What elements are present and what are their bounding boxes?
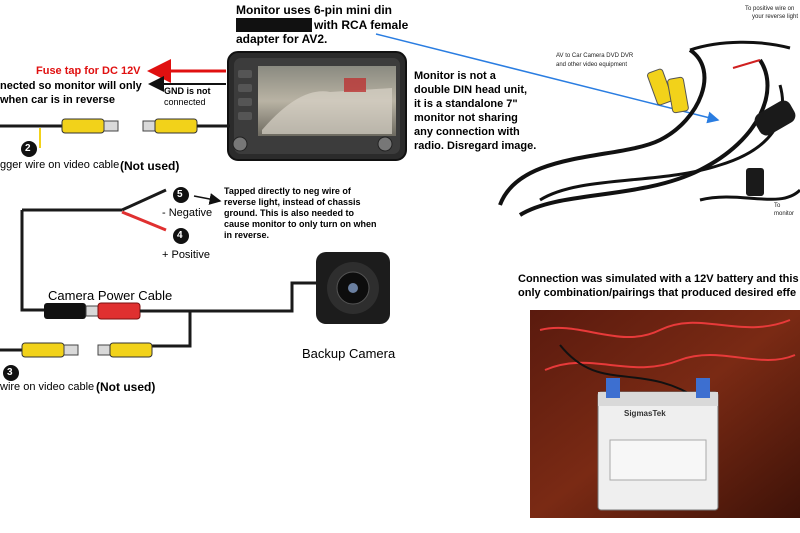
- connected-note-line1: nected so monitor will only: [0, 80, 142, 92]
- redacted-bar: [236, 18, 312, 32]
- monitor-description-line2: with RCA female: [314, 18, 409, 32]
- positive-label: + Positive: [162, 249, 210, 261]
- monitor-unit: [227, 51, 407, 161]
- photo-to-monitor-label: To monitor: [774, 203, 795, 217]
- fuse-tap-label: Fuse tap for DC 12V: [36, 65, 141, 77]
- connected-note-line2: when car is in reverse: [0, 94, 115, 106]
- not-used-3-label: (Not used): [96, 380, 156, 394]
- marker-4: 4: [177, 230, 183, 241]
- photo-av-label-line2: and other video equipment: [556, 62, 628, 68]
- tapped-note-line5: in reverse.: [224, 230, 270, 240]
- power-leads: [20, 188, 222, 312]
- backup-camera: [316, 252, 390, 324]
- monitor-note-line6: radio. Disregard image.: [414, 140, 537, 152]
- battery-photo: [530, 310, 800, 518]
- tapped-note-line3: ground. This is also needed to: [224, 208, 355, 218]
- simulated-note-line2: only combination/pairings that produced …: [518, 287, 797, 299]
- marker-3: 3: [7, 367, 13, 378]
- monitor-note-line3: it is a standalone 7": [414, 98, 518, 110]
- cable-photo: [498, 40, 800, 217]
- marker-5: 5: [177, 189, 183, 200]
- monitor-description-line1: Monitor uses 6-pin mini din: [236, 3, 392, 17]
- lower-rca-cable: [0, 342, 153, 358]
- camera-power-connectors: [44, 281, 318, 348]
- top-rca-cable: [0, 118, 230, 148]
- photo-av-label-line1: AV to Car Camera DVD DVR: [556, 53, 634, 59]
- trigger-wire-3-label: wire on video cable: [0, 381, 95, 393]
- monitor-note-line2: double DIN head unit,: [414, 84, 528, 96]
- photo-positive-line1: To positive wire on: [745, 6, 795, 12]
- backup-camera-label: Backup Camera: [302, 346, 396, 361]
- marker-2: 2: [25, 143, 31, 154]
- camera-power-cable-label: Camera Power Cable: [48, 288, 173, 303]
- simulated-note-line1: Connection was simulated with a 12V batt…: [518, 273, 799, 285]
- trigger-wire-2-label: gger wire on video cable: [0, 159, 120, 171]
- gnd-note-line2: connected: [164, 97, 206, 107]
- photo-positive-line2: your reverse light: [752, 14, 799, 20]
- gnd-note-line1: GND is not: [164, 86, 211, 96]
- negative-label: - Negative: [162, 207, 213, 219]
- tapped-note-line4: cause monitor to only turn on when: [224, 219, 377, 229]
- tapped-note-line2: reverse light, instead of chassis: [224, 197, 361, 207]
- monitor-note-line4: monitor not sharing: [414, 112, 518, 124]
- not-used-2-label: (Not used): [120, 159, 180, 173]
- tapped-note-line1: Tapped directly to neg wire of: [224, 186, 351, 196]
- monitor-note-line5: any connection with: [414, 126, 520, 138]
- monitor-note-line1: Monitor is not a: [414, 70, 496, 82]
- battery-brand-label: SigmasTek: [624, 409, 666, 418]
- monitor-description-line3: adapter for AV2.: [236, 32, 328, 46]
